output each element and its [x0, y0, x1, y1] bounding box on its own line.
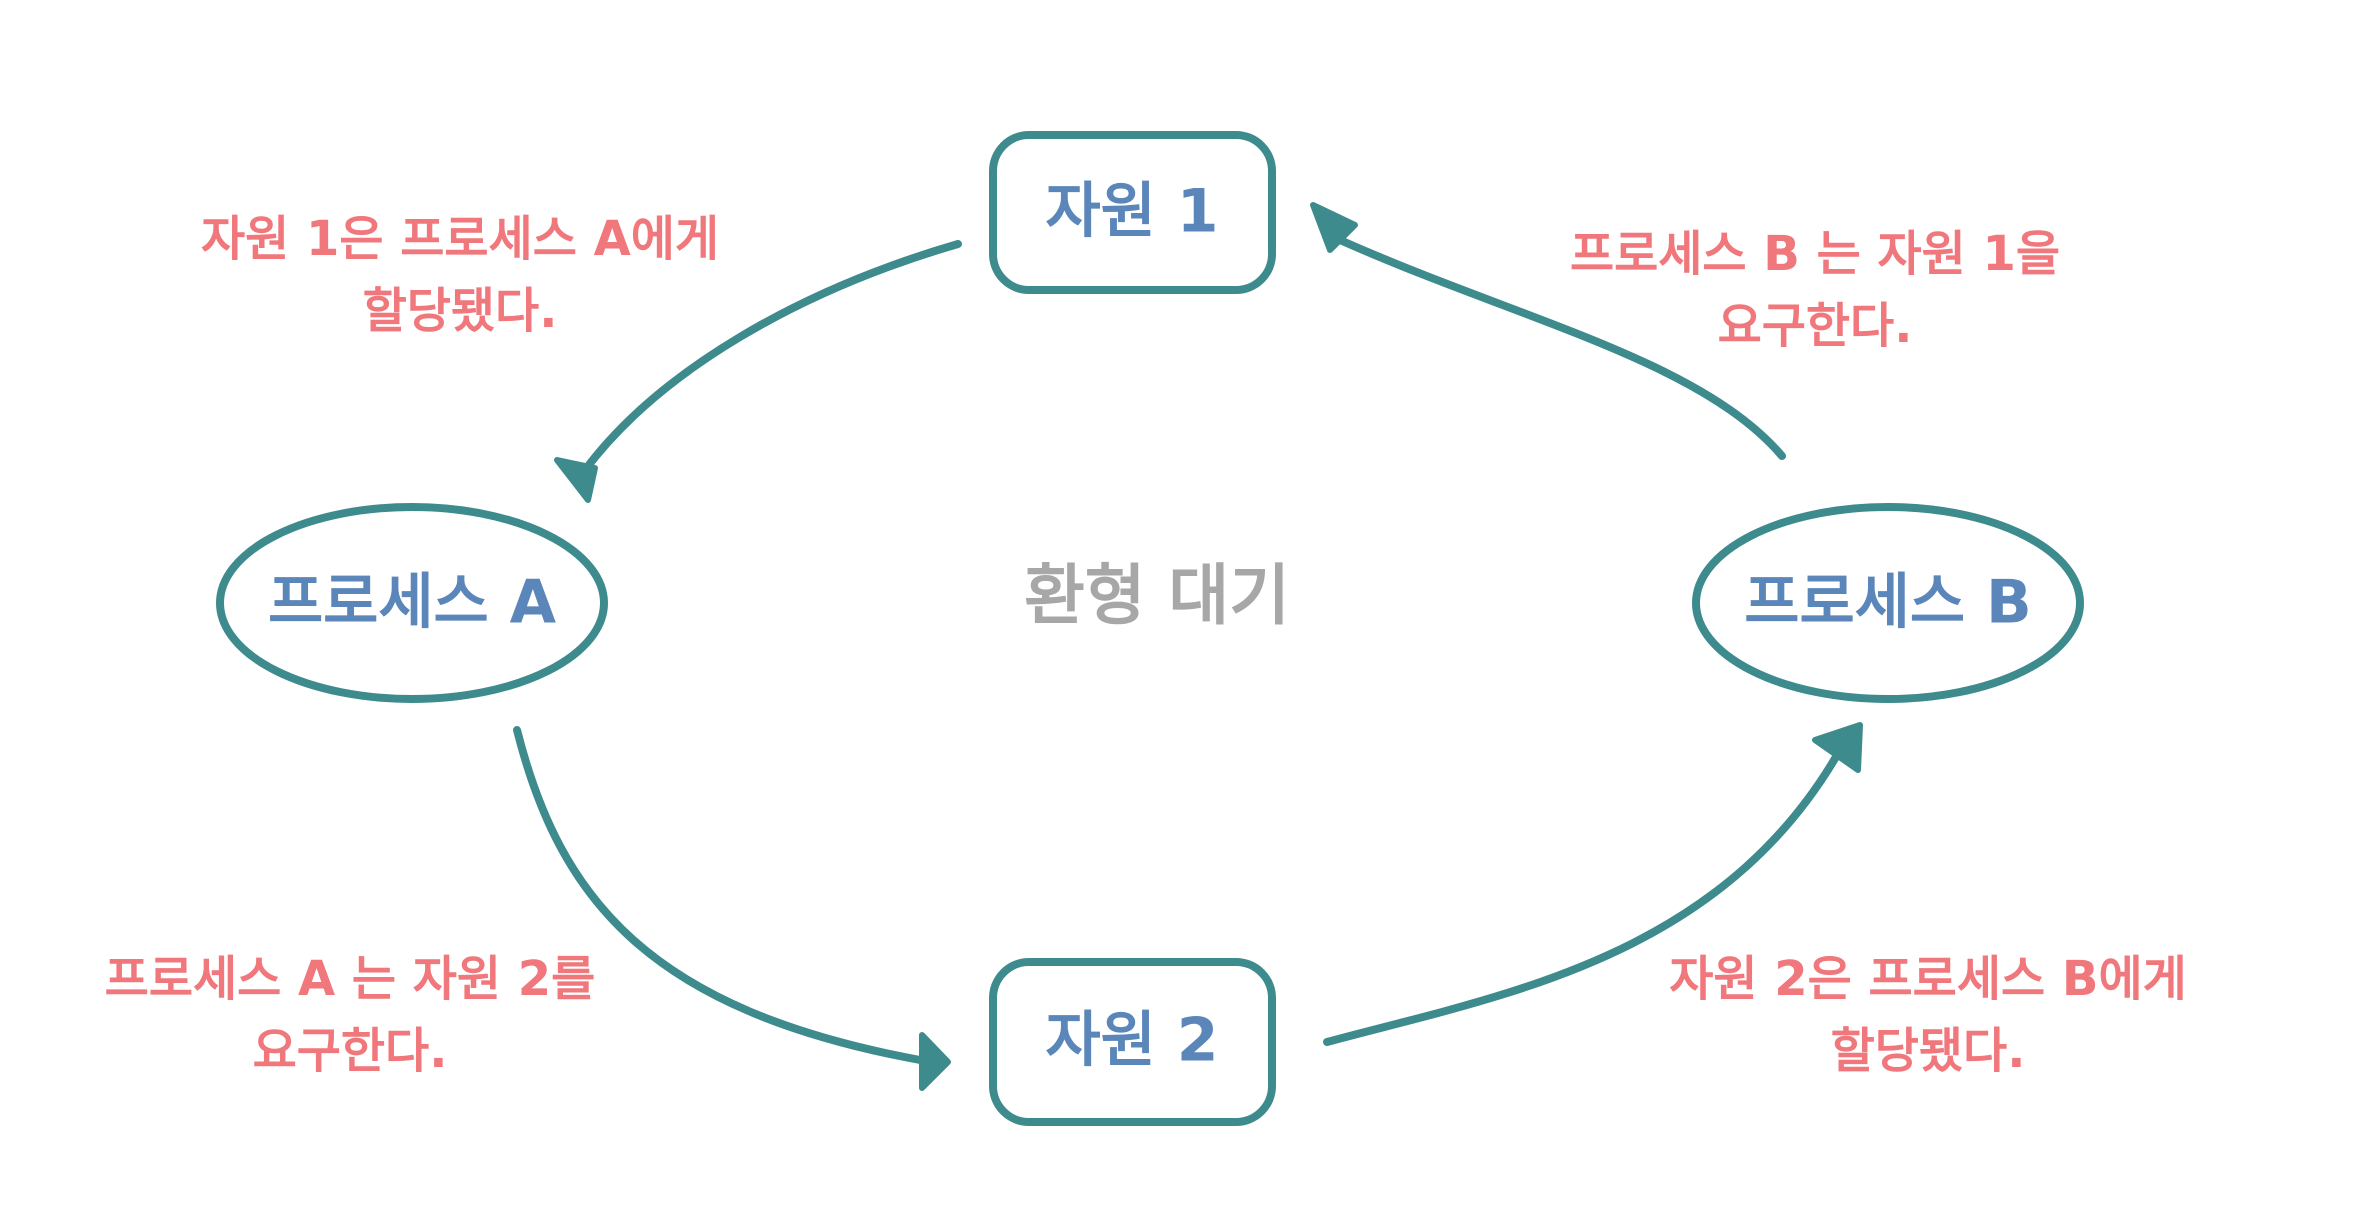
edge-label-b-to-r1-line1: 프로세스 B 는 자원 1을	[1570, 226, 2060, 282]
arrow-r2-to-process-b	[1323, 722, 1863, 1046]
edge-label-r2-to-b-line1: 자원 2은 프로세스 B에게	[1669, 951, 2187, 1007]
edge-label-b-to-r1: 프로세스 B 는 자원 1을 요구한다.	[1570, 226, 2060, 354]
edge-label-a-to-r2-line1: 프로세스 A 는 자원 2를	[105, 951, 596, 1007]
edge-label-r1-to-a-line1: 자원 1은 프로세스 A에게	[201, 211, 719, 267]
resource-2-label: 자원 2	[1045, 1006, 1218, 1076]
edge-label-a-to-r2: 프로세스 A 는 자원 2를 요구한다.	[105, 951, 596, 1079]
edge-label-r1-to-a: 자원 1은 프로세스 A에게 할당됐다.	[201, 211, 719, 339]
resource-1-label: 자원 1	[1045, 177, 1218, 247]
edge-label-r2-to-b: 자원 2은 프로세스 B에게 할당됐다.	[1669, 951, 2187, 1079]
process-b-node: 프로세스 B	[1692, 503, 2084, 703]
edge-label-r1-to-a-line2: 할당됐다.	[363, 283, 558, 339]
process-b-label: 프로세스 B	[1744, 568, 2031, 638]
process-a-node: 프로세스 A	[216, 503, 608, 703]
edge-label-r2-to-b-line2: 할당됐다.	[1831, 1023, 2026, 1079]
edge-label-b-to-r1-line2: 요구한다.	[1718, 298, 1913, 354]
edge-label-a-to-r2-line2: 요구한다.	[253, 1023, 448, 1079]
process-a-label: 프로세스 A	[268, 568, 557, 638]
resource-1-node: 자원 1	[989, 131, 1276, 294]
resource-2-node: 자원 2	[989, 958, 1276, 1126]
arrow-process-a-to-r2	[513, 726, 951, 1091]
arrow-r1-to-process-a	[554, 240, 962, 503]
arrow-process-b-to-r1	[1310, 202, 1786, 460]
center-label: 환형 대기	[1024, 557, 1290, 634]
